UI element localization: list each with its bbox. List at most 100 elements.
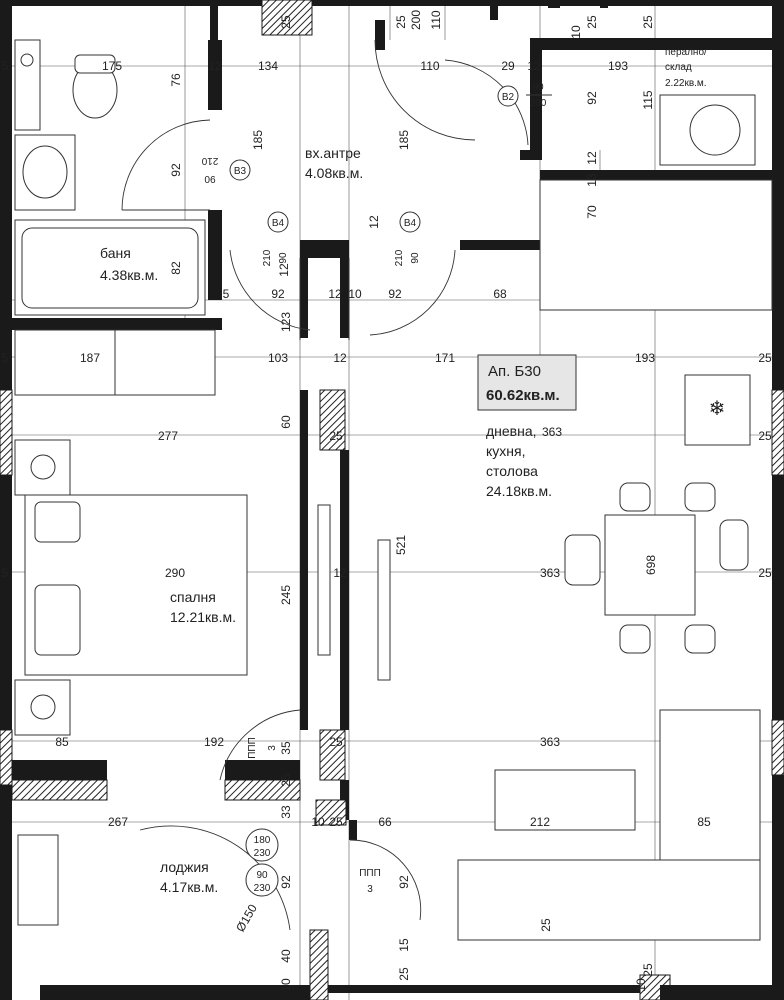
tag-b4b-h: 210 bbox=[394, 249, 405, 266]
dim-76: 76 bbox=[169, 73, 183, 87]
kitchen-counter bbox=[539, 179, 773, 311]
room-loggia-name: лоджия bbox=[160, 859, 209, 875]
room-loggia-area: 4.17кв.м. bbox=[160, 879, 218, 895]
tag-b4b-circle bbox=[399, 211, 421, 233]
sofa bbox=[457, 859, 761, 941]
tag-b3-h: 210 bbox=[201, 155, 218, 166]
tag-b2-circle bbox=[497, 85, 519, 107]
dim-40: 40 bbox=[279, 949, 293, 963]
door-hall-left bbox=[229, 249, 311, 331]
tag-ppp2-label: ППП bbox=[359, 868, 381, 879]
dim-193a: 193 bbox=[608, 59, 628, 73]
dim-92c: 92 bbox=[271, 287, 285, 301]
dim-5d: 5 bbox=[2, 566, 9, 580]
dim-245: 245 bbox=[279, 585, 293, 605]
room-laundry-name2: склад bbox=[665, 62, 692, 73]
dim-175: 175 bbox=[102, 59, 122, 73]
room-laundry-area: 2.22кв.м. bbox=[665, 78, 707, 89]
dimension-numbers: 25 200 110 25 10 25 25 5 175 12 134 110 … bbox=[2, 10, 772, 992]
fridge bbox=[684, 374, 751, 446]
dim-187: 187 bbox=[80, 351, 100, 365]
door-living-loggia bbox=[349, 839, 422, 921]
dim-277: 277 bbox=[158, 429, 178, 443]
tag-b3-w: 90 bbox=[204, 173, 216, 184]
dim-82: 82 bbox=[169, 261, 183, 275]
dim-12b: 12 bbox=[527, 59, 541, 73]
dim-10d: 10 bbox=[279, 978, 293, 992]
apartment-area: 60.62кв.м. bbox=[486, 387, 560, 404]
dim-5b: 5 bbox=[223, 287, 230, 301]
dim-363a: 363 bbox=[542, 425, 562, 439]
dim-123: 123 bbox=[279, 312, 293, 332]
dim-60: 60 bbox=[279, 415, 293, 429]
tag-b2-h: 200 bbox=[530, 98, 547, 109]
dim-521: 521 bbox=[394, 535, 408, 555]
dim-363c: 363 bbox=[540, 735, 560, 749]
dim-92e: 92 bbox=[279, 875, 293, 889]
tv-bedroom bbox=[317, 504, 331, 656]
dim-66: 66 bbox=[378, 815, 392, 829]
tag-ppp1-label: ППП bbox=[247, 737, 258, 759]
tag-diam: Ø150 bbox=[233, 902, 260, 935]
tag-win1-h: 230 bbox=[254, 848, 271, 859]
room-living-name3: столова bbox=[486, 463, 538, 479]
dim-103: 103 bbox=[268, 351, 288, 365]
dim-12e: 12 bbox=[277, 263, 291, 277]
dim-185a: 185 bbox=[251, 130, 265, 150]
dim-25b: 25 bbox=[394, 15, 408, 29]
dim-12f: 12 bbox=[328, 287, 342, 301]
dim-10e: 10 bbox=[634, 978, 648, 992]
tag-ppp2-num: 3 bbox=[367, 884, 373, 895]
dim-12a: 12 bbox=[208, 59, 222, 73]
dim-35: 35 bbox=[279, 741, 293, 755]
dim-25g: 25 bbox=[329, 735, 343, 749]
dim-13: 13 bbox=[585, 173, 599, 187]
apartment-number: Ап. Б30 bbox=[488, 363, 541, 380]
tag-ppp1-num: 3 bbox=[267, 745, 278, 751]
dining-table bbox=[604, 514, 696, 616]
tag-win2-circle bbox=[245, 863, 279, 897]
toilet-tank bbox=[14, 39, 41, 131]
doors bbox=[121, 39, 529, 931]
loggia-chair bbox=[17, 834, 59, 926]
dim-192: 192 bbox=[204, 735, 224, 749]
room-bath-area: 4.38кв.м. bbox=[100, 267, 158, 283]
dim-267: 267 bbox=[108, 815, 128, 829]
tag-win2-w: 90 bbox=[256, 870, 268, 881]
dim-92f: 92 bbox=[397, 875, 411, 889]
tag-b4a-type: B4 bbox=[272, 218, 285, 229]
dim-25c: 25 bbox=[585, 15, 599, 29]
dim-193b: 193 bbox=[635, 351, 655, 365]
dim-5a: 5 bbox=[2, 59, 9, 73]
room-hall-area: 4.08кв.м. bbox=[305, 165, 363, 181]
tag-b3-type: B3 bbox=[234, 166, 247, 177]
tag-b2-type: B2 bbox=[502, 92, 515, 103]
dim-25l: 25 bbox=[641, 963, 655, 977]
tag-b4b-type: B4 bbox=[404, 218, 417, 229]
coffee-table bbox=[494, 769, 636, 831]
room-bedroom-name: спалня bbox=[170, 589, 216, 605]
dim-10: 10 bbox=[569, 25, 583, 39]
room-laundry-name1: перално/ bbox=[665, 47, 707, 58]
tag-b4b-w: 90 bbox=[410, 252, 421, 264]
tag-b4a-w: 90 bbox=[278, 252, 289, 264]
door-entrance bbox=[374, 39, 476, 141]
dim-363b: 363 bbox=[540, 566, 560, 580]
room-labels: баня 4.38кв.м. вх.антре 4.08кв.м. пералн… bbox=[100, 47, 707, 895]
dim-12c: 12 bbox=[585, 151, 599, 165]
svg-text:❄: ❄ bbox=[709, 398, 726, 420]
dim-10c: 10 bbox=[311, 815, 325, 829]
room-bedroom-area: 12.21кв.м. bbox=[170, 609, 236, 625]
dim-85b: 85 bbox=[697, 815, 711, 829]
tag-win1-circle bbox=[245, 828, 279, 862]
door-laundry bbox=[444, 59, 529, 146]
tv-living bbox=[377, 539, 391, 681]
tag-win2-h: 230 bbox=[254, 883, 271, 894]
dim-134: 134 bbox=[258, 59, 278, 73]
dim-25f: 25 bbox=[758, 566, 772, 580]
dim-698: 698 bbox=[644, 555, 658, 575]
dim-110: 110 bbox=[429, 10, 443, 29]
room-bath-name: баня bbox=[100, 245, 131, 261]
